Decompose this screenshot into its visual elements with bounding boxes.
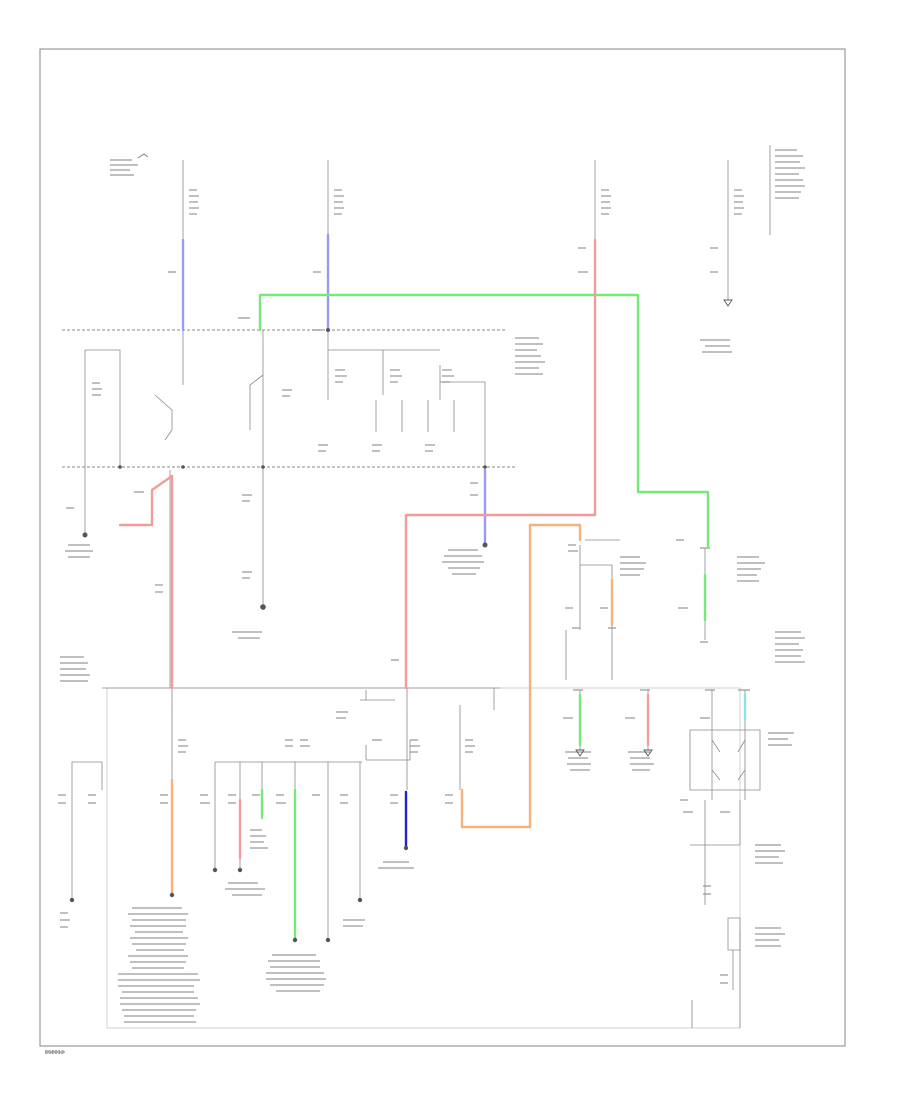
wire-pink-main [404,238,597,690]
connector-dot-icon [260,604,266,610]
connector-dot-icon [169,892,175,898]
busbars [62,329,515,689]
connector-dot-icon [483,465,487,469]
connector-dot-icon [118,465,122,469]
ground-symbol-icon [723,299,733,307]
ground-symbol-icon [575,749,585,757]
grey-wiring [71,330,761,1028]
wire-pink-2 [118,474,174,690]
connector-dot-icon [69,897,75,903]
ground-symbol-icon [643,749,653,757]
label-blocks [45,149,805,1053]
diagram-frame [39,48,846,1047]
inner-enclosure [106,687,741,1029]
wire-green-main [258,293,710,550]
connector-dot-icon [357,897,363,903]
connector-dots [69,328,488,943]
connector-dot-icon [403,845,409,851]
power-feeds [182,145,771,300]
connector-dot-icon [292,937,298,943]
connector-dot-icon [181,465,185,469]
connector-dot-icon [325,937,331,943]
connector-dot-icon [82,532,88,538]
connector-dot-icon [482,542,488,548]
connector-dot-icon [326,328,330,332]
ground-symbols [575,299,733,757]
wire-orange-main [460,523,582,829]
connector-dot-icon [261,465,265,469]
connector-dot-icon [237,867,243,873]
colored-wires [118,233,747,942]
connector-dot-icon [212,867,218,873]
figure-id: ESE012 [45,1050,64,1056]
